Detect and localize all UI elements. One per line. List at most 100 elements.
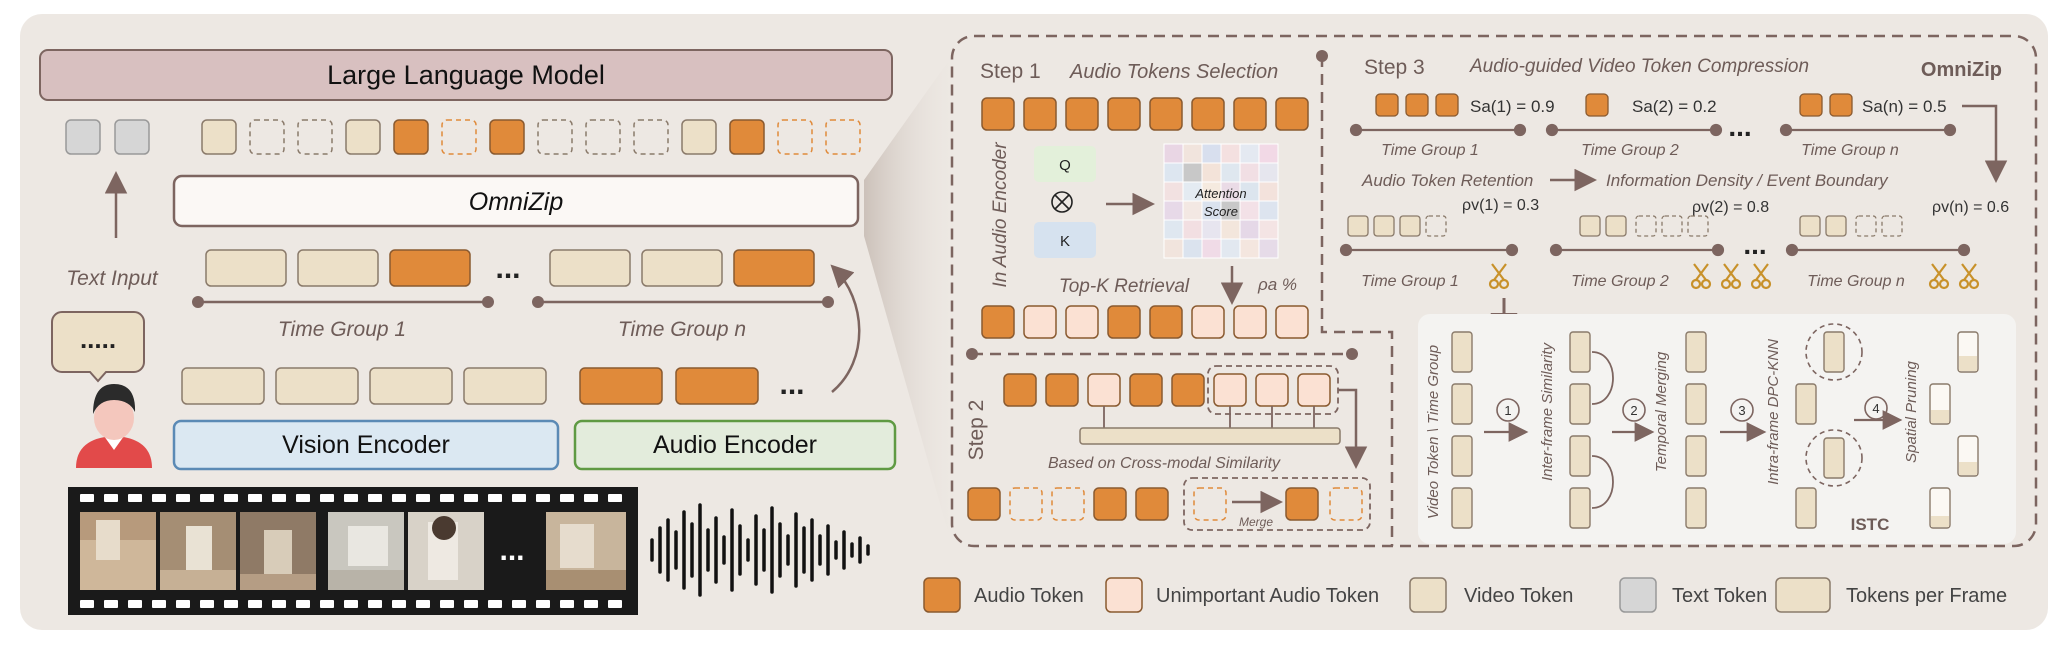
- vision-encoder-label: Vision Encoder: [282, 431, 450, 459]
- audio-token: [675, 367, 759, 405]
- audio-token: [981, 97, 1015, 131]
- pruned-audio-token: [441, 119, 477, 155]
- audio-token: [1045, 373, 1079, 407]
- istc-column-5: [1929, 331, 1979, 529]
- frame-token: [1823, 331, 1845, 373]
- retention-label: Audio Token Retention: [1361, 171, 1533, 190]
- legend-unimportant-swatch: [1105, 577, 1143, 613]
- frame-token: [1569, 435, 1591, 477]
- pruned-video-token: [1855, 215, 1877, 237]
- istc-column-3: [1685, 331, 1707, 529]
- video-token-group-label: Video Token \ Time Group: [1425, 345, 1442, 519]
- pruned-video-token: [633, 119, 669, 155]
- frame-token: [1451, 383, 1473, 425]
- pruned-audio-token: [825, 119, 861, 155]
- audio-token: [733, 249, 815, 287]
- unimportant-audio-token: [1297, 373, 1331, 407]
- unimportant-audio-token: [1233, 305, 1267, 339]
- step3-timeline-top: [1349, 123, 1957, 137]
- rho-a-label: ρa %: [1257, 275, 1297, 294]
- topk-label: Top-K Retrieval: [1059, 276, 1190, 297]
- inter-frame-label: Inter-frame Similarity: [1539, 341, 1556, 481]
- pruned-video-token: [1881, 215, 1903, 237]
- text-token: [114, 119, 150, 155]
- audio-token: [1023, 97, 1057, 131]
- frame-token: [1685, 331, 1707, 373]
- audio-token: [1799, 93, 1823, 117]
- text-input-label: Text Input: [66, 267, 159, 290]
- video-token: [549, 249, 631, 287]
- otimes-icon: [1051, 191, 1073, 213]
- step2-result-row: [967, 487, 1169, 521]
- step3-right-arrow: [1962, 104, 2008, 183]
- scissors-icon: [1488, 263, 1510, 290]
- step-divider: [1320, 56, 1394, 546]
- step1-subtitle: Audio Tokens Selection: [1069, 61, 1278, 83]
- audio-ellipsis: ...: [779, 368, 804, 401]
- legend-text-swatch: [1619, 577, 1657, 613]
- video-token: [1579, 215, 1601, 237]
- frame-token: [1685, 435, 1707, 477]
- similarity-bar: [1079, 427, 1341, 445]
- speech-bubble: [51, 311, 145, 383]
- density-label: Information Density / Event Boundary: [1606, 171, 1889, 190]
- step1-audio-tokens: [981, 97, 1309, 131]
- audio-curve-arrow: [830, 264, 861, 393]
- frame-token: [1685, 383, 1707, 425]
- legend-audio-swatch: [923, 577, 961, 613]
- q-box: [1034, 146, 1096, 182]
- istc-step-1: 1: [1504, 403, 1511, 418]
- video-token: [1347, 215, 1369, 237]
- sa2-label: Sa(2) = 0.2: [1632, 97, 1717, 116]
- step2-caption: Based on Cross-modal Similarity: [1048, 455, 1281, 472]
- audio-token: [1829, 93, 1853, 117]
- video-token: [463, 367, 547, 405]
- step2-token-row: [1003, 373, 1331, 407]
- text-token: [65, 119, 101, 155]
- time-group-n-label: Time Group n: [618, 318, 746, 341]
- legend: Audio Token Unimportant Audio Token Vide…: [923, 577, 2007, 613]
- omnizip-box: [172, 174, 860, 228]
- video-token: [201, 119, 237, 155]
- sa1-label: Sa(1) = 0.9: [1470, 97, 1555, 116]
- video-token: [181, 367, 265, 405]
- pruned-video-token: [1661, 215, 1683, 237]
- audio-token: [1149, 97, 1183, 131]
- legend-unimportant-label: Unimportant Audio Token: [1156, 585, 1379, 607]
- step3-timeline-bottom: [1339, 243, 1971, 257]
- pruned-audio-token: [1009, 487, 1043, 521]
- pruned-audio-token: [1193, 487, 1227, 521]
- frame-token: [1685, 487, 1707, 529]
- step3-ellipsis-top: ...: [1728, 111, 1751, 142]
- frame-token: [1451, 487, 1473, 529]
- unimportant-audio-token: [1191, 305, 1225, 339]
- audio-token: [1405, 93, 1429, 117]
- frame-token: [1451, 331, 1473, 373]
- frame-token: [1795, 487, 1817, 529]
- temporal-merging-label: Temporal Merging: [1653, 351, 1670, 472]
- frame-token: [1795, 383, 1817, 425]
- unimportant-audio-token: [1255, 373, 1289, 407]
- audio-token: [579, 367, 663, 405]
- pruned-video-token: [537, 119, 573, 155]
- legend-text-label: Text Token: [1672, 585, 1767, 607]
- audio-token: [1065, 97, 1099, 131]
- istc-step-3: 3: [1738, 403, 1745, 418]
- audio-token: [1135, 487, 1169, 521]
- audio-token: [393, 119, 429, 155]
- istc-label: ISTC: [1851, 515, 1890, 534]
- audio-token: [981, 305, 1015, 339]
- audio-token: [1285, 487, 1319, 521]
- audio-token: [489, 119, 525, 155]
- pruned-video-token: [297, 119, 333, 155]
- audio-token: [1107, 305, 1141, 339]
- tgn-label-bottom: Time Group n: [1807, 273, 1905, 290]
- video-token: [369, 367, 453, 405]
- video-frames-film: ...: [68, 487, 638, 615]
- q-label: Q: [1059, 157, 1071, 174]
- rvn-label: ρv(n) = 0.6: [1932, 199, 2009, 216]
- video-token: [297, 249, 379, 287]
- video-token: [1605, 215, 1627, 237]
- audio-waveform-icon: [650, 503, 870, 597]
